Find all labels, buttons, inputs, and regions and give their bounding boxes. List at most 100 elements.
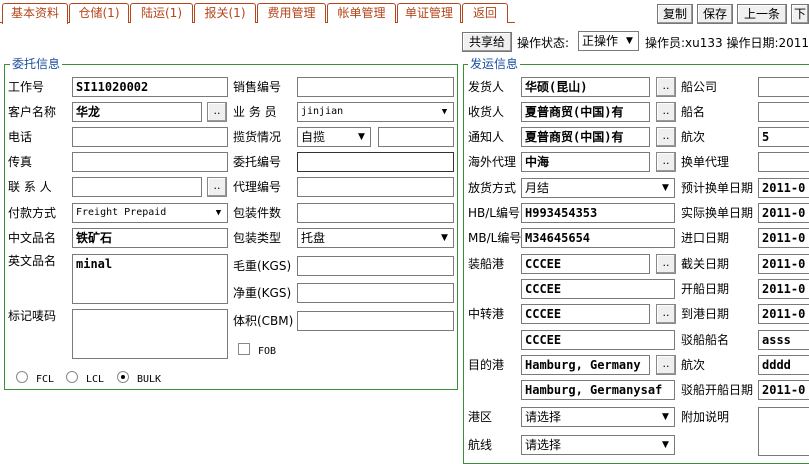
dest-input[interactable]: Hamburg, Germany [521,355,650,375]
contact-lookup-button[interactable]: .. [207,177,227,197]
consignee-input[interactable]: 夏普商贸(中国)有 [521,102,650,122]
op-status-label: 操作状态: [517,36,570,50]
net-input[interactable] [297,283,454,303]
hbl-input[interactable]: H993454353 [521,203,675,223]
staff-select[interactable]: jinjian▼ [297,102,454,122]
tab-bill-management[interactable]: 帐单管理 [327,3,396,23]
release-select[interactable]: 月结▼ [521,178,675,198]
chevron-down-icon: ▼ [658,437,673,453]
barge-voyage-input[interactable]: dddd [758,355,809,375]
tab-customs[interactable]: 报关(1) [194,3,256,23]
shipper-input[interactable]: 华硕(昆山) [521,77,650,97]
chevron-down-icon: ▼ [354,129,369,145]
transit-en-input[interactable]: CCCEE [521,330,675,350]
tab-storage[interactable]: 仓储(1) [69,3,129,23]
customer-lookup-button[interactable]: .. [207,102,227,122]
transit-lookup-button[interactable]: .. [656,304,676,324]
consignee-label: 收货人 [468,105,505,119]
volume-input[interactable] [297,311,454,331]
dest-label: 目的港 [468,358,505,372]
share-button[interactable]: 共享给 [462,32,512,52]
bulk-radio[interactable] [117,371,129,383]
pol-en-input[interactable]: CCCEE [521,279,675,299]
entrust-no-input[interactable] [297,152,454,172]
marks-textarea[interactable] [72,309,228,359]
port-area-value: 请选择 [525,410,562,424]
operator-info: 操作员:xu133 操作日期:2011- [645,35,809,51]
tab-back[interactable]: 返回 [462,3,508,23]
mbl-input[interactable]: M34645654 [521,228,675,248]
payment-select[interactable]: Freight Prepaid▼ [72,203,228,223]
pol-input[interactable]: CCCEE [521,254,650,274]
act-exchange-label: 实际换单日期 [681,206,754,220]
job-no-input[interactable]: SI11020002 [72,77,228,97]
barge-input[interactable]: asss [758,330,809,350]
lcl-radio[interactable] [66,371,78,383]
vessel-input[interactable] [758,102,809,122]
pol-lookup-button[interactable]: .. [656,254,676,274]
fob-label: FOB [258,346,277,357]
customer-label: 客户名称 [8,105,57,119]
route-select[interactable]: 请选择▼ [521,435,675,455]
arrive-input[interactable]: 2011-0 [758,304,809,324]
note-textarea[interactable] [758,407,809,456]
tab-document-management[interactable]: 单证管理 [397,3,461,23]
notify-lookup-button[interactable]: .. [656,127,676,147]
en-name-label: 英文品名 [8,254,57,268]
copy-button[interactable]: 复制 [657,4,693,24]
act-exchange-input[interactable]: 2011-0 [758,203,809,223]
chevron-down-icon: ▼ [622,33,637,49]
fcl-radio[interactable] [16,371,28,383]
shipco-input[interactable] [758,77,809,97]
voyage-input[interactable]: 5 [758,127,809,147]
pkg-type-select[interactable]: 托盘▼ [297,228,454,248]
gross-label: 毛重(KGS) [233,259,292,273]
release-label: 放货方式 [468,181,517,195]
next-record-button[interactable]: 下 [791,4,809,24]
transit-input[interactable]: CCCEE [521,304,650,324]
import-date-label: 进口日期 [681,231,730,245]
overseas-lookup-button[interactable]: .. [656,152,676,172]
sail-input[interactable]: 2011-0 [758,279,809,299]
op-status-select[interactable]: 正操作▼ [578,31,639,51]
pkg-count-label: 包装件数 [233,206,282,220]
contact-input[interactable] [72,177,202,197]
en-name-textarea[interactable]: minal [72,254,228,304]
tab-basic-info[interactable]: 基本资料 [2,3,68,24]
pickup-extra-input[interactable] [378,127,454,147]
customer-input[interactable]: 华龙 [72,102,202,122]
cn-name-input[interactable]: 铁矿石 [72,228,228,248]
phone-input[interactable] [72,127,228,147]
notify-input[interactable]: 夏普商贸(中国)有 [521,127,650,147]
overseas-input[interactable]: 中海 [521,152,650,172]
port-area-select[interactable]: 请选择▼ [521,407,675,427]
shipper-lookup-button[interactable]: .. [656,77,676,97]
barge-sail-label: 驳船开船日期 [681,383,754,397]
sales-no-input[interactable] [297,77,454,97]
prev-record-button[interactable]: 上一条 [737,4,787,24]
dest-lookup-button[interactable]: .. [656,355,676,375]
dest-en-input[interactable]: Hamburg, Germanysaf [521,380,675,400]
fax-input[interactable] [72,152,228,172]
chevron-down-icon: ▼ [437,104,452,120]
agent-no-input[interactable] [297,177,454,197]
save-button[interactable]: 保存 [697,4,733,24]
tab-land-transport[interactable]: 陆运(1) [130,3,193,23]
cutoff-input[interactable]: 2011-0 [758,254,809,274]
cutoff-label: 截关日期 [681,257,730,271]
job-no-label: 工作号 [8,80,45,94]
transit-label: 中转港 [468,307,505,321]
gross-input[interactable] [297,256,454,276]
net-label: 净重(KGS) [233,286,292,300]
fob-checkbox[interactable] [238,343,250,355]
import-date-input[interactable]: 2011-0 [758,228,809,248]
pol-label: 装船港 [468,257,505,271]
tab-fee-management[interactable]: 费用管理 [257,3,326,23]
consignee-lookup-button[interactable]: .. [656,102,676,122]
op-date-text: 操作日期:2011- [726,36,809,50]
pickup-select[interactable]: 自揽▼ [297,127,371,147]
pkg-count-input[interactable] [297,203,454,223]
barge-sail-input[interactable]: 2011-0 [758,380,809,400]
exchange-agent-input[interactable] [758,152,809,172]
est-exchange-input[interactable]: 2011-0 [758,178,809,198]
